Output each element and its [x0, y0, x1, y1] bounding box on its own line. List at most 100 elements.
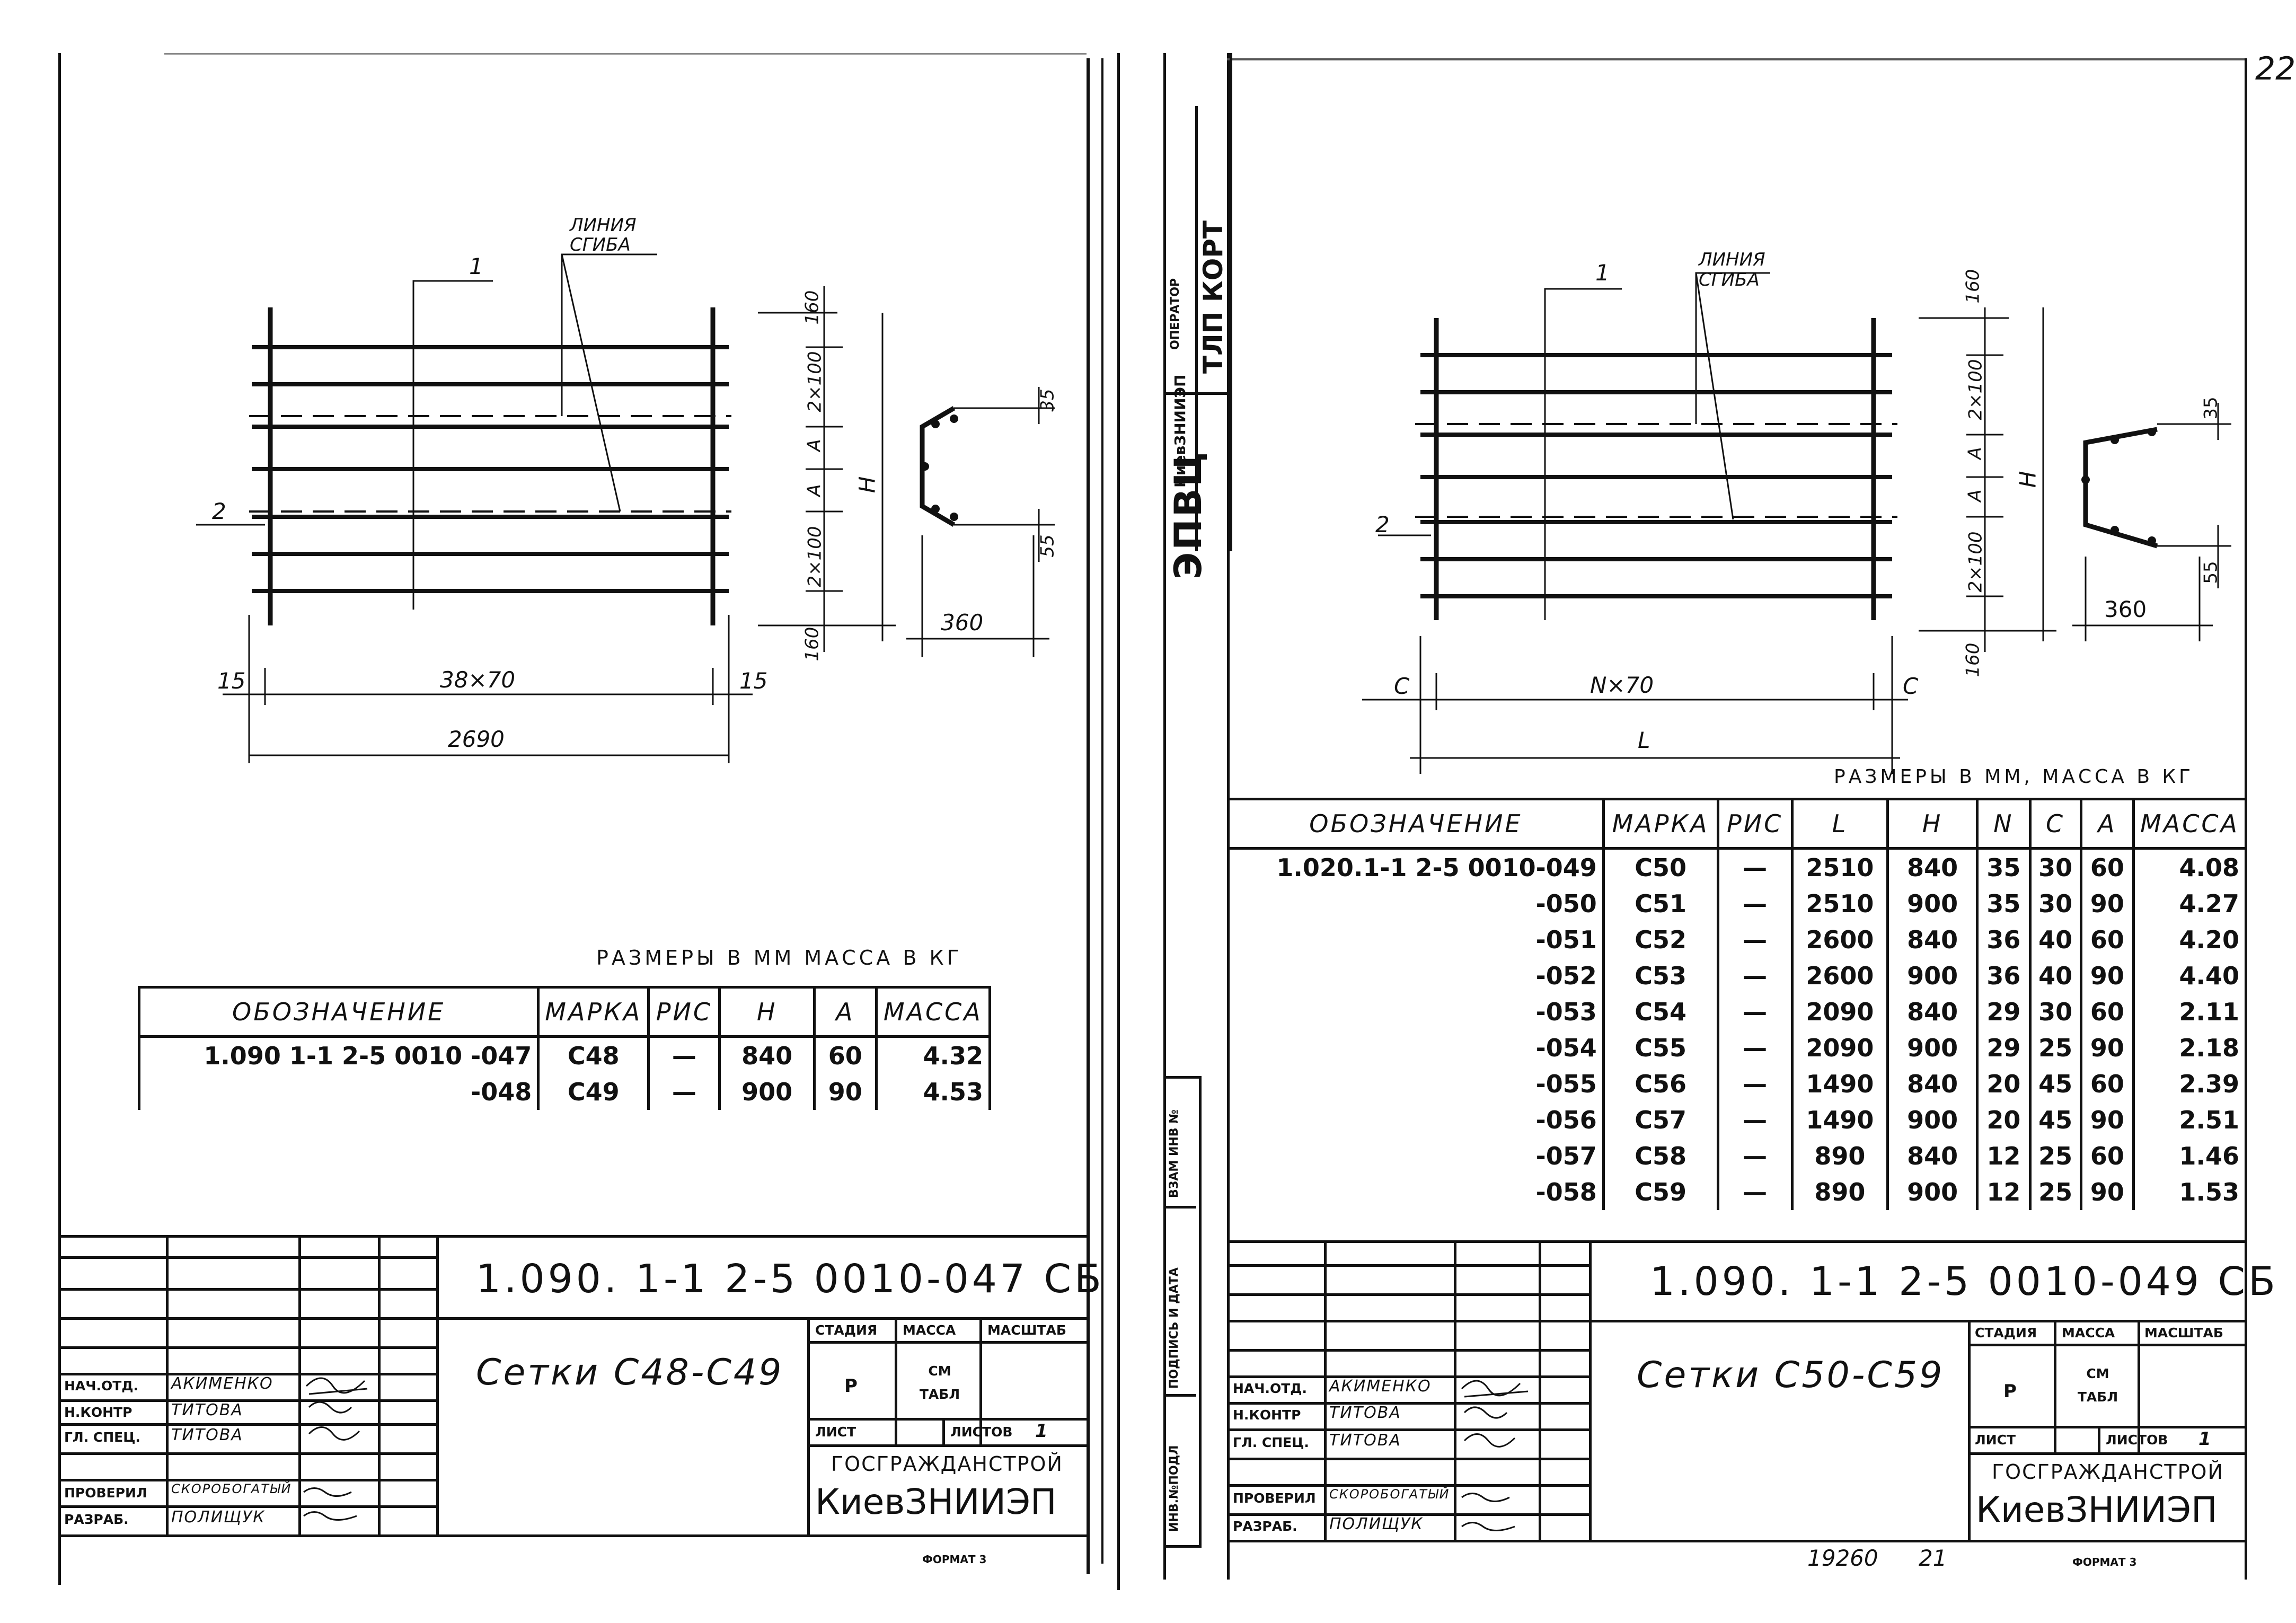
bend-line-label: СГИБА	[1699, 269, 1760, 290]
table-cell: 2.18	[2132, 1030, 2247, 1066]
stage-value: Р	[2003, 1381, 2017, 1402]
role-label: НАЧ.ОТД.	[1233, 1381, 1308, 1396]
table-cell: 60	[2079, 922, 2135, 958]
table-cell: 1.46	[2132, 1138, 2247, 1174]
table-cell: 890	[1790, 1174, 1889, 1210]
right-frame-line	[1227, 58, 2245, 60]
table-cell: 25	[2028, 1174, 2082, 1210]
table-cell: -048	[137, 1074, 540, 1110]
table-cell: 4.08	[2132, 848, 2247, 886]
table-cell: 1.53	[2132, 1174, 2247, 1210]
table-cell: 30	[2028, 848, 2082, 886]
dim-v-a-top: A	[1964, 447, 1986, 460]
table-cell: 4.53	[875, 1074, 992, 1110]
table-cell: 12	[1976, 1174, 2032, 1210]
table-cell: 60	[2079, 1138, 2135, 1174]
table-cell: 4.27	[2132, 886, 2247, 922]
stage-header: СТАДИЯ	[1975, 1325, 2037, 1340]
table-cell: C56	[1602, 1066, 1719, 1102]
dim-total: 2690	[448, 726, 505, 752]
right-title-block: 1.090. 1-1 2-5 0010-049 СБ Сетки С50-С59…	[1229, 1240, 2275, 1542]
table-cell: 60	[813, 1036, 878, 1074]
person-name: АКИМЕНКО	[171, 1374, 273, 1393]
table-cell: 29	[1976, 1030, 2032, 1066]
table-cell: 60	[2079, 994, 2135, 1030]
table-cell: 40	[2028, 922, 2082, 958]
role-label: ПРОВЕРИЛ	[1233, 1490, 1316, 1506]
table-cell: 2.51	[2132, 1102, 2247, 1138]
table-cell: C55	[1602, 1030, 1719, 1066]
bend-line-label: СГИБА	[570, 234, 631, 255]
format-label: ФОРМАТ 3	[922, 1553, 987, 1566]
table-cell: -054	[1227, 1030, 1605, 1066]
dim-pitch: N×70	[1590, 672, 1654, 698]
table-cell: 4.20	[2132, 922, 2247, 958]
role-label: ПРОВЕРИЛ	[64, 1485, 147, 1501]
table-header-cell: МАРКА	[1602, 798, 1719, 850]
person-name: ТИТОВА	[171, 1401, 243, 1419]
format-label: ФОРМАТ 3	[2072, 1556, 2137, 1568]
table-cell: 900	[1886, 1174, 1979, 1210]
table-header-cell: ОБОЗНАЧЕНИЕ	[1227, 798, 1605, 850]
table-cell: —	[1716, 958, 1794, 994]
table-cell: C49	[537, 1074, 650, 1110]
role-label: Н.КОНТР	[64, 1405, 133, 1420]
table-cell: -055	[1227, 1066, 1605, 1102]
table-cell: —	[1716, 1174, 1794, 1210]
table-header-cell: МАРКА	[537, 986, 650, 1038]
section-bottom-dim: 55	[2200, 561, 2222, 584]
table-cell: 890	[1790, 1138, 1889, 1174]
table-cell: —	[1716, 1066, 1794, 1102]
table-cell: 4.40	[2132, 958, 2247, 994]
table-cell: 1.020.1-1 2-5 0010-049	[1227, 848, 1605, 886]
side-fields: ВЗАМ ИНВ № ПОДПИСЬ И ДАТА ИНВ.№ПОДЛ	[1163, 1076, 1230, 1548]
person-name: СКОРОБОГАТЫЙ	[1329, 1487, 1450, 1502]
table-cell: -050	[1227, 886, 1605, 922]
org-institute: КиевЗНИИЭП	[815, 1481, 1057, 1522]
table-header-cell: H	[718, 986, 816, 1038]
corner-mark: 22	[2255, 50, 2296, 87]
table-header-cell: H	[1886, 798, 1979, 850]
table-cell: 20	[1976, 1066, 2032, 1102]
dim-v-2x100-bottom: 2×100	[1965, 531, 1986, 593]
table-cell: C58	[1602, 1138, 1719, 1174]
table-cell: 2.11	[2132, 994, 2247, 1030]
table-cell: 90	[2079, 1102, 2135, 1138]
table-header-cell: ОБОЗНАЧЕНИЕ	[137, 986, 540, 1038]
table-cell: 60	[2079, 1066, 2135, 1102]
drawing-code: 1.090. 1-1 2-5 0010-049 СБ	[1650, 1259, 2279, 1304]
role-label: ГЛ. СПЕЦ.	[1233, 1435, 1309, 1450]
stage-value: Р	[844, 1375, 858, 1397]
sheet-label: ЛИСТ	[815, 1424, 856, 1440]
signature-marks	[303, 1377, 368, 1521]
table-cell: 2600	[1790, 922, 1889, 958]
table-cell: 40	[2028, 958, 2082, 994]
table-cell: C51	[1602, 886, 1719, 922]
dim-h: H	[2015, 471, 2041, 488]
table-cell: -051	[1227, 922, 1605, 958]
table-cell: 1.090 1-1 2-5 0010 -047	[137, 1036, 540, 1074]
table-cell: 2510	[1790, 886, 1889, 922]
table-cell: C57	[1602, 1102, 1719, 1138]
table-header-cell: РИС	[1716, 798, 1794, 850]
table-cell: C53	[1602, 958, 1719, 994]
section-width-dim: 360	[2104, 596, 2147, 622]
table-cell: —	[1716, 994, 1794, 1030]
table-cell: 840	[1886, 1138, 1979, 1174]
table-cell: 4.32	[875, 1036, 992, 1074]
person-name: ПОЛИЩУК	[1329, 1515, 1424, 1533]
table-cell: -052	[1227, 958, 1605, 994]
drawing-title: Сетки С48-С49	[476, 1352, 784, 1393]
table-cell: 20	[1976, 1102, 2032, 1138]
left-frame-line	[1101, 58, 1103, 1564]
table-cell: 840	[1886, 994, 1979, 1030]
table-header-cell: A	[813, 986, 878, 1038]
dim-edge-left: C	[1394, 673, 1410, 699]
table-cell: 36	[1976, 958, 2032, 994]
role-label: ГЛ. СПЕЦ.	[64, 1430, 140, 1445]
